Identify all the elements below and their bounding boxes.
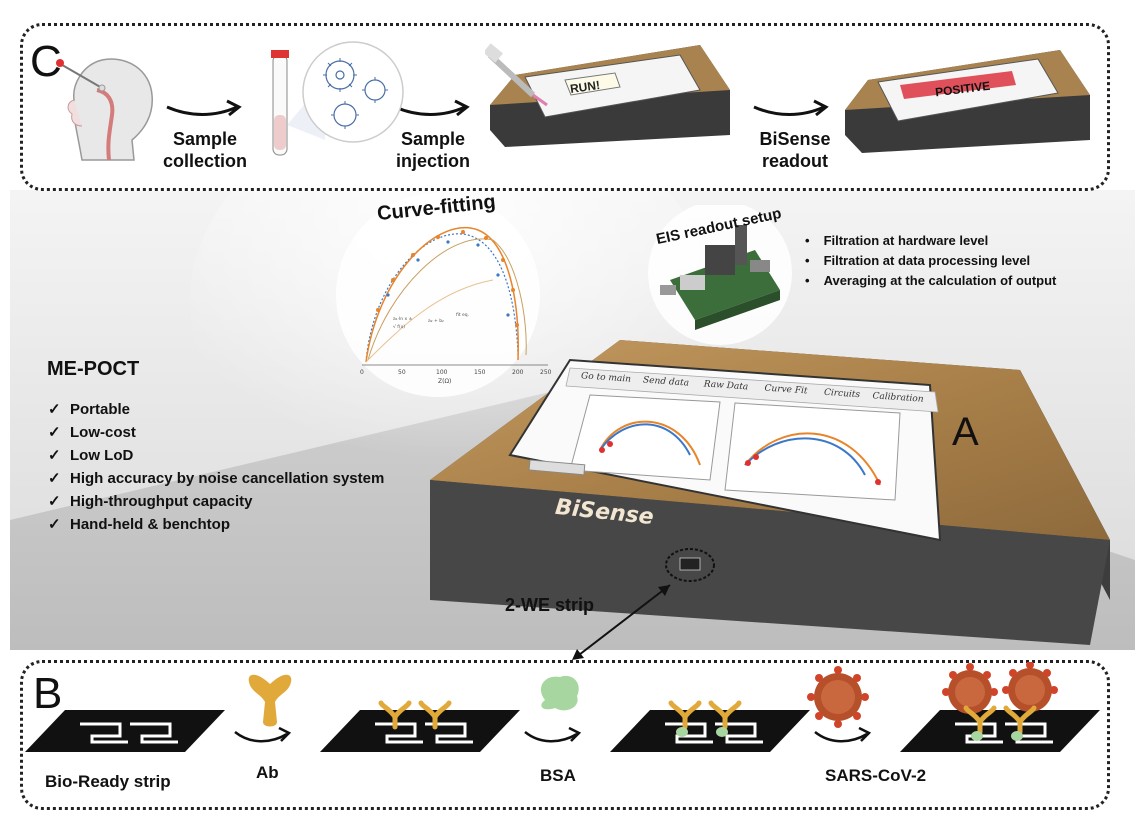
strip-sequence-illustration	[25, 662, 1102, 754]
check-icon: ✓	[48, 470, 61, 487]
list-item: ✓Low LoD	[48, 444, 384, 467]
tab-raw-data[interactable]: Raw Data	[703, 379, 749, 393]
svg-text:50: 50	[398, 369, 406, 376]
check-icon: ✓	[48, 516, 61, 533]
curve-fitting-bubble: 0 50 100 150 200 250 Z(Ω) a₁·ln x ± √ f(x) a₂ +…	[336, 193, 552, 397]
eis-feature-list: Filtration at hardware level Filtration …	[805, 233, 1057, 293]
svg-text:fit eq.: fit eq.	[456, 312, 469, 318]
list-item: Filtration at data processing level	[805, 253, 1056, 268]
svg-text:0: 0	[360, 369, 364, 376]
check-icon: ✓	[48, 401, 61, 418]
list-item: ✓High-throughput capacity	[48, 490, 384, 513]
list-item: ✓High accuracy by noise cancellation sys…	[48, 467, 384, 490]
label-sars: SARS-CoV-2	[825, 766, 927, 785]
arrow-icon	[572, 584, 671, 660]
check-icon: ✓	[48, 447, 61, 464]
svg-text:a₂ + b₂: a₂ + b₂	[428, 318, 444, 324]
svg-text:250: 250	[540, 369, 552, 376]
device-positive-illustration	[845, 50, 1090, 153]
device-run-illustration	[485, 43, 730, 147]
check-icon: ✓	[48, 493, 61, 510]
label-bio-ready: Bio-Ready strip	[45, 772, 171, 791]
label-bsa: BSA	[540, 766, 576, 785]
arrow-icon	[394, 99, 470, 117]
arrow-icon	[753, 99, 829, 117]
svg-text:100: 100	[436, 369, 448, 376]
mepoct-feature-list: ✓Portable ✓Low-cost ✓Low LoD ✓High accur…	[48, 398, 384, 536]
svg-text:200: 200	[512, 369, 524, 376]
strip-label: 2-WE strip	[505, 595, 595, 615]
tab-calibration[interactable]: Calibration	[872, 391, 924, 405]
tab-circuits[interactable]: Circuits	[823, 387, 861, 401]
head-swab-illustration	[56, 58, 153, 161]
svg-text:a₁·ln x ±: a₁·ln x ±	[393, 316, 413, 322]
sample-tube-virus-illustration	[271, 41, 404, 156]
list-item: Averaging at the calculation of output	[805, 273, 1057, 288]
tab-curve-fit[interactable]: Curve Fit	[764, 383, 808, 397]
arrow-icon	[166, 99, 242, 117]
svg-text:Z(Ω): Z(Ω)	[438, 378, 451, 385]
bisense-device-illustration	[430, 340, 1110, 645]
label-ab: Ab	[256, 763, 279, 782]
mepoct-title: ME-POCT	[47, 358, 140, 380]
svg-text:√ f(x): √ f(x)	[393, 324, 405, 330]
list-item: ✓Hand-held & benchtop	[48, 513, 384, 536]
check-icon: ✓	[48, 424, 61, 441]
panel-b-letter: B	[33, 669, 63, 718]
eis-readout-bubble	[648, 205, 792, 345]
panel-a-letter: A	[952, 410, 979, 454]
list-item: ✓Portable	[48, 398, 384, 421]
tab-go-to-main[interactable]: Go to main	[580, 371, 632, 385]
list-item: Filtration at hardware level	[805, 233, 1056, 248]
tab-send-data[interactable]: Send data	[642, 375, 690, 389]
list-item: ✓Low-cost	[48, 421, 384, 444]
svg-text:150: 150	[474, 369, 486, 376]
